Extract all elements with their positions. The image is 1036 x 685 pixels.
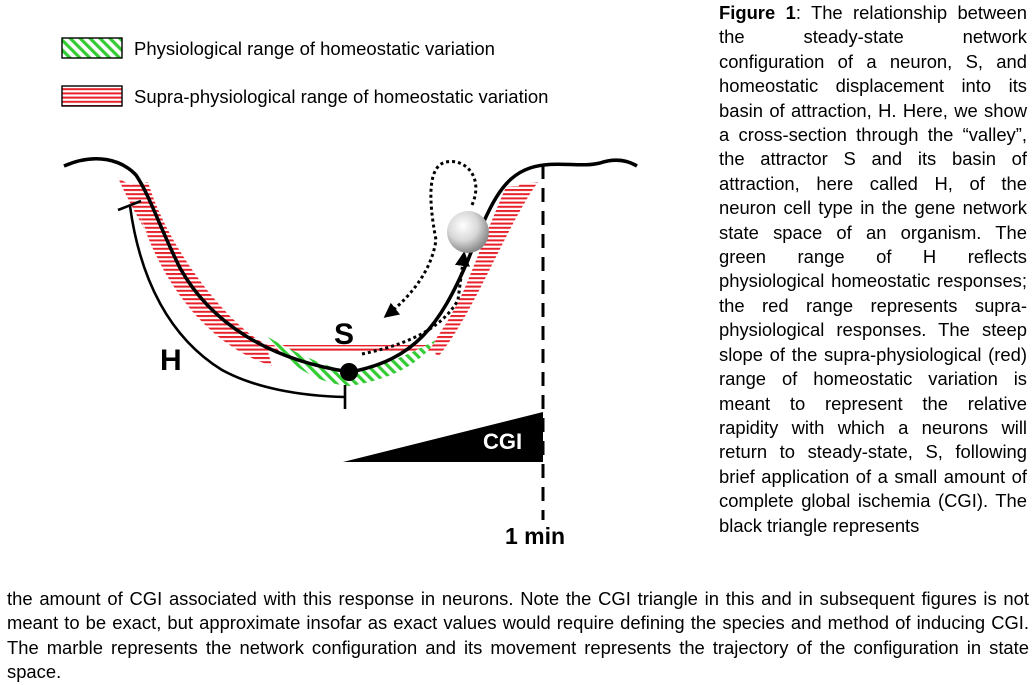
legend-supra-label: Supra-physiological range of homeostatic… xyxy=(134,86,548,107)
state-label: S xyxy=(334,318,354,351)
supra-physiological-band-right xyxy=(430,182,538,357)
legend-supra-swatch xyxy=(61,85,123,107)
steady-state-point xyxy=(340,363,358,381)
legend-physiological-label: Physiological range of homeostatic varia… xyxy=(134,38,495,59)
basin-label: H xyxy=(160,344,182,377)
basin-bracket xyxy=(128,205,346,399)
time-label: 1 min xyxy=(505,523,565,549)
figure-caption: Figure 1: The relationship between the s… xyxy=(719,1,1027,538)
supra-physiological-band-left xyxy=(118,178,272,366)
cgi-label: CGI xyxy=(483,429,522,454)
trajectory-arrow-up xyxy=(361,251,470,356)
basin-bracket-cap-top xyxy=(117,199,142,212)
figure-caption-continuation: the amount of CGI associated with this r… xyxy=(7,588,1029,683)
cgi-triangle xyxy=(343,412,543,462)
landscape-curve xyxy=(63,157,638,374)
marble xyxy=(447,211,489,253)
legend-physiological-swatch xyxy=(61,37,123,59)
caption-lead-text: : The relationship between the steady-st… xyxy=(719,2,1027,536)
physiological-band xyxy=(268,337,436,386)
figure-diagram: Physiological range of homeostatic varia… xyxy=(61,37,638,549)
legend: Physiological range of homeostatic varia… xyxy=(61,37,548,107)
trajectory-arrow-return xyxy=(383,160,478,318)
figure-label: Figure 1 xyxy=(719,2,796,23)
